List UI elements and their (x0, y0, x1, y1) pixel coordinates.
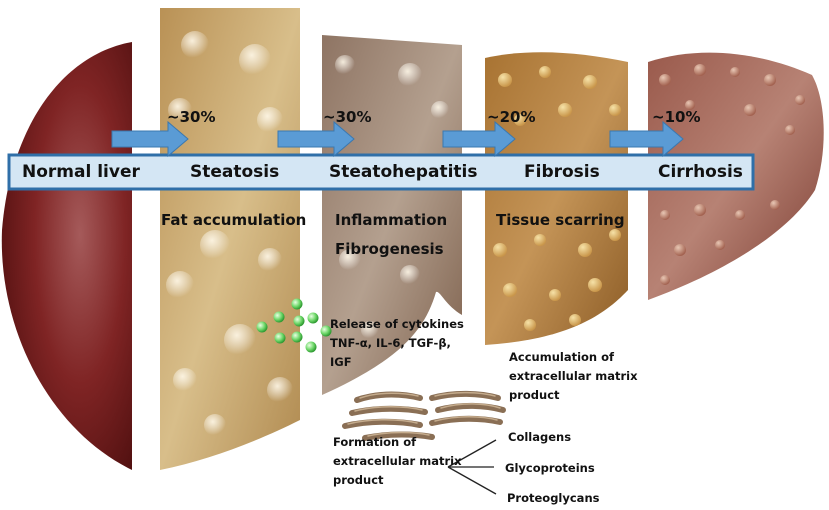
cytokine-note-line2: TNF-α, IL-6, TGF-β, (330, 336, 451, 350)
formation-note-line3: product (333, 473, 384, 487)
desc-fat-accumulation: Fat accumulation (161, 211, 307, 229)
fat-droplets (166, 31, 293, 436)
formation-note: Formation of extracellular matrix produc… (333, 433, 461, 490)
accumulation-note-line1: Accumulation of (509, 350, 615, 364)
desc-inflammation: Inflammation (335, 211, 448, 229)
cytokine-note-line3: IGF (330, 355, 352, 369)
accumulation-note: Accumulation of extracellular matrix pro… (509, 348, 637, 405)
inflammation-spots (335, 55, 449, 339)
normal-liver-segment (1, 42, 132, 470)
cirrhosis-nodules (659, 64, 805, 285)
accumulation-note-line2: extracellular matrix (509, 369, 638, 383)
progression-bar (7, 153, 755, 191)
progression-percent-4: ~10% (652, 108, 701, 126)
ecm-collagens: Collagens (508, 430, 572, 444)
arrow-3 (442, 120, 516, 158)
collagen-highlights (347, 391, 501, 437)
progression-arrows (111, 120, 684, 158)
stage-label-normal-liver: Normal liver (22, 162, 140, 182)
stage-label-cirrhosis: Cirrhosis (658, 162, 743, 182)
arrow-1 (111, 120, 189, 158)
accumulation-note-line3: product (509, 388, 560, 402)
fibrosis-segment (485, 52, 628, 346)
progression-percent-2: ~30% (323, 108, 372, 126)
formation-note-line1: Formation of (333, 435, 417, 449)
fibrosis-nodules (493, 66, 621, 331)
progression-percent-1: ~30% (167, 108, 216, 126)
steatohepatitis-segment (322, 35, 462, 395)
progression-percent-3: ~20% (487, 108, 536, 126)
ecm-branch-lines (447, 439, 497, 495)
formation-note-line2: extracellular matrix (333, 454, 462, 468)
arrow-4 (609, 120, 684, 158)
cytokine-dots (256, 298, 332, 353)
desc-tissue-scarring: Tissue scarring (496, 211, 625, 229)
cytokine-note: Release of cytokines TNF-α, IL-6, TGF-β,… (330, 315, 464, 372)
desc-fibrogenesis: Fibrogenesis (335, 240, 444, 258)
stage-label-steatosis: Steatosis (190, 162, 280, 182)
stage-label-fibrosis: Fibrosis (524, 162, 600, 182)
collagen-fibres (342, 390, 506, 441)
ecm-proteoglycans: Proteoglycans (507, 491, 600, 505)
stage-label-steatohepatitis: Steatohepatitis (329, 162, 478, 182)
arrow-2 (277, 120, 355, 158)
cytokine-note-line1: Release of cytokines (330, 317, 464, 331)
ecm-glycoproteins: Glycoproteins (505, 461, 595, 475)
